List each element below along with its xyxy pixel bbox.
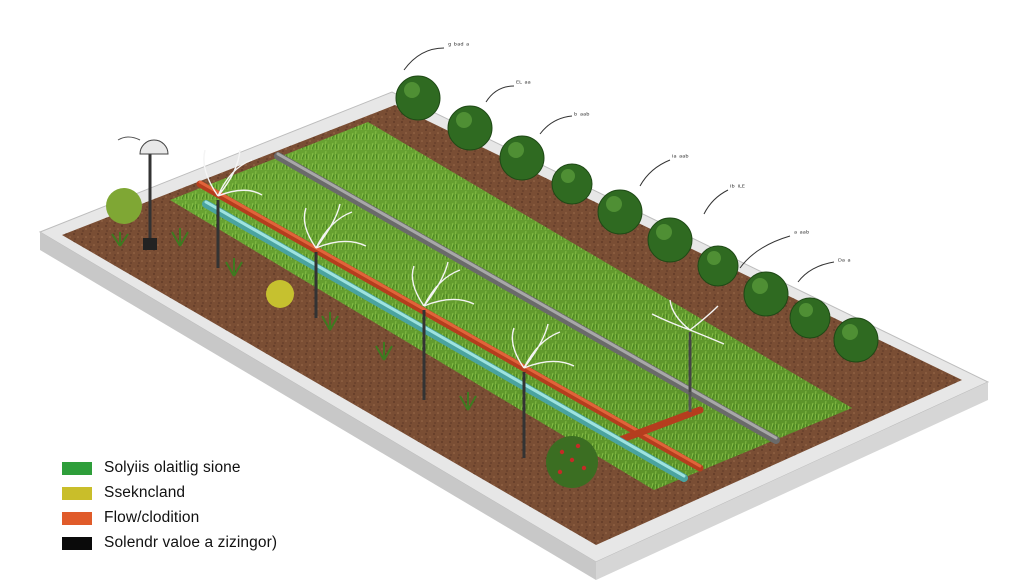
callout-2: ᴱᴸ ᵃᵃ — [516, 79, 531, 88]
callout-4: ᴵᵃ ᵃᵃᵇ — [672, 153, 689, 162]
gray-main-pipe — [274, 152, 780, 444]
legend-label: Ssekncland — [104, 484, 186, 501]
legend-item-zone: Solyiis olaitlig sione — [62, 456, 392, 480]
legend-label: Solendr valoe a zizingor) — [104, 534, 278, 551]
sprinkler-3 — [411, 261, 475, 400]
front-border-plants — [106, 188, 598, 488]
sprinkler-4 — [511, 323, 575, 458]
callout-3: ᵇ ᵃᵃᵇ — [574, 111, 590, 120]
sprinkler-heads — [203, 149, 725, 458]
legend-swatch-black — [62, 536, 92, 550]
lawn-zone — [170, 122, 852, 490]
legend-item-secondary: Ssekncland — [62, 481, 392, 505]
callout-5: ᴵᵇ ᴵᴸᴱ — [730, 183, 745, 192]
sprinkler-2 — [303, 203, 367, 318]
callout-labels: ᵍ ᵇᵃᵈ ᵃ ᴱᴸ ᵃᵃ ᵇ ᵃᵃᵇ ᴵᵃ ᵃᵃᵇ ᴵᵇ ᴵᴸᴱ ᵃ ᵃᵃᵇ … — [448, 41, 851, 266]
callout-7: ᴰᵃ ᵃ — [838, 257, 851, 266]
sprinkler-5 — [651, 299, 725, 392]
blue-drip-pipe — [202, 200, 688, 482]
legend: Solyiis olaitlig sione Ssekncland Flow/c… — [62, 456, 392, 556]
legend-item-solenoid: Solendr valoe a zizingor) — [62, 531, 392, 555]
legend-item-flow: Flow/clodition — [62, 506, 392, 530]
legend-label: Flow/clodition — [104, 509, 200, 526]
controller-post — [117, 136, 169, 250]
legend-swatch-orange — [62, 511, 92, 525]
legend-swatch-yellow — [62, 486, 92, 500]
legend-swatch-green — [62, 461, 92, 475]
callout-6: ᵃ ᵃᵃᵇ — [794, 229, 809, 238]
shrub-row — [395, 75, 879, 363]
legend-label: Solyiis olaitlig sione — [104, 459, 241, 476]
callout-1: ᵍ ᵇᵃᵈ ᵃ — [448, 41, 469, 50]
sprinkler-1 — [203, 149, 263, 268]
callout-arrows — [403, 47, 835, 283]
